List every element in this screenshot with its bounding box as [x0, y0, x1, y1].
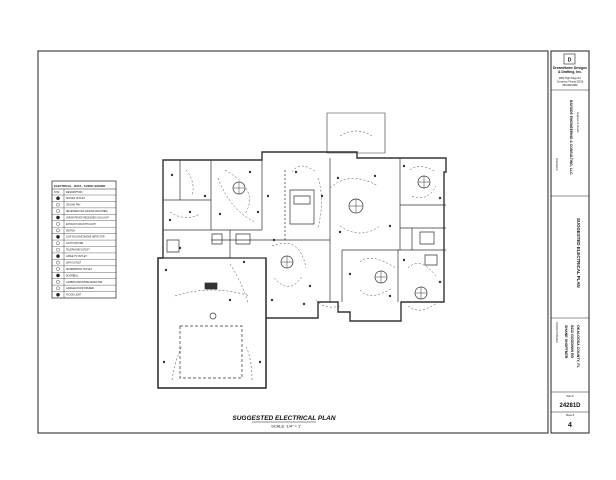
garage: [158, 258, 266, 388]
garage-car-bay: [180, 326, 242, 378]
firm-name-line2: & Drafting, Inc.: [558, 70, 582, 74]
legend-row-description: CABLE TV OUTLET: [66, 255, 87, 258]
legend-symbol-icon: [56, 260, 60, 265]
rear-porch: [327, 113, 385, 153]
legend-symbol-icon: [56, 280, 60, 284]
firm-phone: 850-###-####: [563, 84, 579, 87]
project-label: PROJECT/OWNER: [555, 322, 558, 343]
title-block-frame: [550, 50, 590, 434]
engineer-label: ENGINEER: [555, 158, 558, 171]
legend-symbol-icon: [56, 196, 60, 201]
plan-number-label: Plan #: [567, 395, 574, 398]
legend-symbol-icon: [56, 222, 60, 226]
project-county: OKALOOSA COUNTY, FL: [576, 325, 580, 369]
legend-row-description: TELEPHONE OUTLET: [66, 250, 90, 252]
legend-row-description: DUPLEX OUTLET: [66, 198, 85, 200]
ceiling-fan-living: [349, 199, 363, 213]
sheet-border: [37, 50, 549, 434]
sheet-number: 4: [568, 422, 572, 429]
legend-symbol-icon: [56, 202, 60, 207]
sheet-title: SUGGESTED ELECTRICAL PLAN: [576, 218, 581, 288]
sheet-number-label: Sheet #: [566, 414, 575, 417]
plan-number: 24281D: [559, 403, 581, 409]
firm-address1: (###) High Ridge Rd.: [559, 77, 582, 80]
firm-logo-mark: D: [568, 58, 572, 64]
ceiling-fan-master: [415, 287, 427, 299]
legend-symbol-icon: [56, 273, 60, 278]
legend-row-description: RECESSED CAN (CEILING MOUNTED): [66, 210, 108, 213]
legend-symbol-icon: [56, 254, 60, 258]
title-block: D DreamHome Designs & Drafting, Inc. (##…: [550, 50, 590, 434]
project-address: 5412 GOODWIN RD: [570, 325, 574, 359]
firm-address2: Crestview, Florida 32536: [557, 81, 584, 84]
floor-plan: [158, 113, 446, 388]
ceiling-fan-bed3: [418, 176, 430, 188]
firm-name: DreamHome Designs: [553, 66, 587, 70]
legend-row-description: WATERPROOF OUTLET: [66, 268, 93, 271]
legend-row-description: LOW VOLTAGE SMOKE DETECTOR: [66, 236, 105, 239]
firm-logo: [563, 53, 576, 65]
legend-symbol-icon: [56, 292, 60, 297]
legend-row-description: EXHAUST FAN WITH LIGHT: [66, 223, 96, 226]
ceiling-fan-nook: [375, 271, 387, 283]
drawing-scale: SCALE: 1/4" = 1': [271, 424, 301, 429]
drawing-title: SUGGESTED ELECTRICAL PLAN: [232, 415, 335, 422]
legend-row-description: LIGHT FIXTURE: [66, 243, 84, 245]
legend-symbol-icon: [56, 286, 60, 291]
project-owner: SHANE SHOFFNER: [564, 325, 568, 359]
legend-symbol-icon: [56, 247, 60, 252]
legend-symbol-icon: [56, 228, 60, 233]
legend-symbol-icon: [56, 235, 60, 239]
legend-row-description: CEILING FAN: [66, 204, 81, 207]
engineer-detail: Engineer of Record: [576, 112, 579, 133]
legend-symbol-icon: [56, 215, 60, 220]
legend: ELECTRICAL - DATA - AUDIO LEGEND SYM DES…: [51, 180, 117, 299]
exterior-walls: [158, 152, 446, 388]
ceiling-fan-bedroom2: [233, 182, 245, 194]
legend-row-description: GARAGE DOOR OPENER: [66, 287, 94, 290]
ceiling-fan-dining: [281, 256, 293, 268]
legend-symbol-icon: [56, 267, 60, 271]
legend-row-description: DOORBELL: [66, 275, 79, 277]
legend-symbol-icon: [56, 241, 60, 246]
legend-row-description: VAPOR PROOF RECESSED CAN LIGHT: [66, 216, 109, 219]
legend-header-description: DESCRIPTION: [66, 191, 83, 194]
legend-row-description: FLOOD LIGHT: [66, 295, 82, 297]
wiring-runs: [170, 131, 438, 380]
legend-row-description: SWITCH: [66, 230, 75, 232]
legend-rows: DUPLEX OUTLET CEILING FAN RECESSED CAN (CE…: [52, 194, 116, 297]
kitchen-island: [290, 190, 314, 224]
legend-box: [51, 180, 117, 299]
garage-light: [205, 283, 217, 289]
legend-row-description: DATA OUTLET: [66, 261, 82, 264]
outlet-symbols: [162, 164, 442, 364]
legend-header-symbol: SYM: [54, 191, 59, 194]
engineer-name: BAYSIDE ENGINEERING & CONSULTING, LLC.: [569, 100, 573, 175]
legend-row-description: CARBON MONOXIDE DETECTOR: [66, 281, 103, 284]
legend-symbol-icon: [56, 209, 60, 213]
legend-title: ELECTRICAL - DATA - AUDIO LEGEND: [54, 184, 105, 188]
